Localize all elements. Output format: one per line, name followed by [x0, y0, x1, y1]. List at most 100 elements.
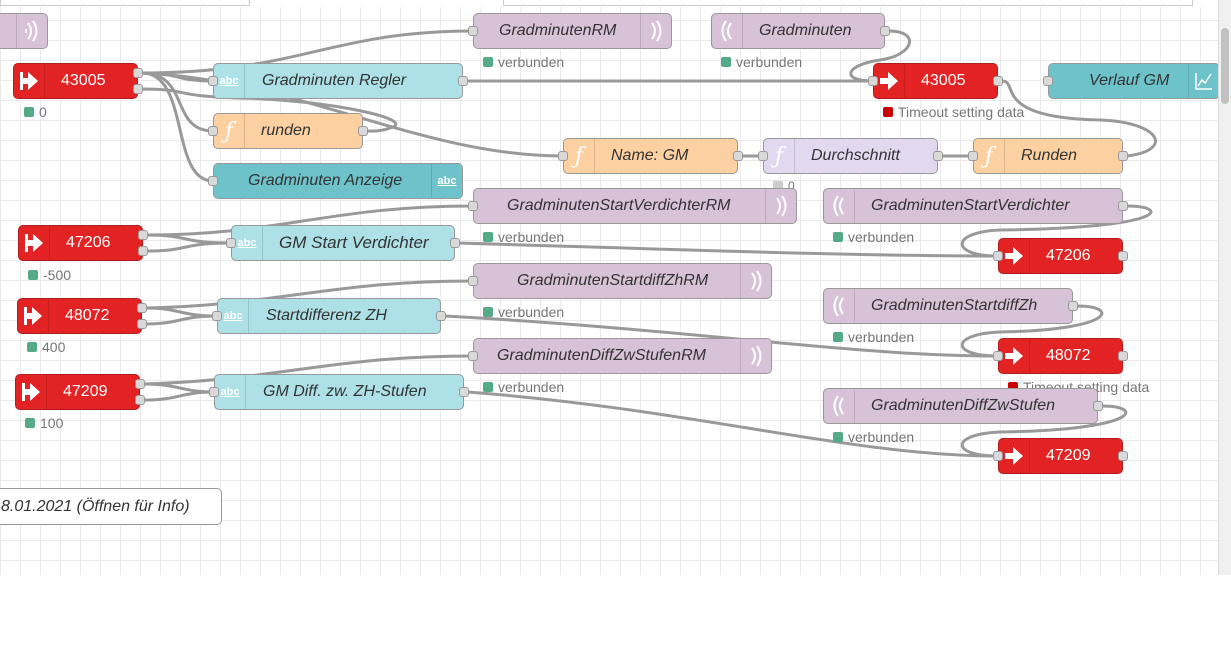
wire[interactable] — [143, 390, 215, 402]
status-dot — [721, 57, 731, 67]
node-label: Durchschnitt — [811, 147, 900, 164]
input-port[interactable] — [212, 311, 222, 321]
text-node-gm-start-verdichter[interactable]: abc GM Start Verdichter — [226, 225, 460, 261]
input-port[interactable] — [226, 238, 236, 248]
input-port[interactable] — [468, 351, 478, 361]
output-port[interactable] — [436, 311, 446, 321]
output-port[interactable] — [137, 303, 147, 313]
modbus-out-node-47206[interactable]: 47206 — [993, 238, 1128, 274]
output-port[interactable] — [137, 319, 147, 329]
function-node-runden-2[interactable]: ƒ Runden — [968, 138, 1128, 174]
modbus-out-node-48072[interactable]: 48072 — [993, 338, 1128, 374]
broadcast-node-partial[interactable] — [0, 13, 48, 49]
modbus-out-node-47209[interactable]: 47209 — [993, 438, 1128, 474]
output-port[interactable] — [458, 76, 468, 86]
input-port[interactable] — [868, 76, 878, 86]
output-port[interactable] — [993, 76, 1003, 86]
wire[interactable] — [849, 29, 911, 83]
broadcast-node-startdiff[interactable]: GradminutenStartdiffZh — [823, 288, 1078, 324]
output-port[interactable] — [1118, 251, 1128, 261]
broadcast-node-diff[interactable]: GradminutenDiffZwStufen — [823, 388, 1103, 424]
output-port[interactable] — [1118, 151, 1128, 161]
broadcast-node-diff-rm[interactable]: GradminutenDiffZwStufenRM — [468, 338, 772, 374]
output-port[interactable] — [1118, 201, 1128, 211]
chart-node-verlauf-gm[interactable]: Verlauf GM — [1043, 63, 1218, 99]
broadcast-node-gradminutenrm[interactable]: GradminutenRM — [468, 13, 672, 49]
input-port[interactable] — [468, 201, 478, 211]
output-port[interactable] — [733, 151, 743, 161]
input-port[interactable] — [558, 151, 568, 161]
wire[interactable] — [146, 241, 232, 253]
node-label: GradminutenStartVerdichterRM — [507, 197, 731, 214]
input-port[interactable] — [208, 176, 218, 186]
output-port[interactable] — [450, 238, 460, 248]
input-port[interactable] — [209, 387, 219, 397]
output-port[interactable] — [133, 68, 143, 78]
status-dot — [1008, 382, 1018, 392]
input-port[interactable] — [468, 26, 478, 36]
modbus-out-node-43005[interactable]: 43005 — [868, 63, 1003, 99]
text-node-startdifferenz-zh[interactable]: abc Startdifferenz ZH — [212, 298, 446, 334]
function-node-name-gm[interactable]: ƒ Name: GM — [558, 138, 743, 174]
broadcast-node-startdiff-rm[interactable]: GradminutenStartdiffZhRM — [468, 263, 772, 299]
wire[interactable] — [141, 87, 398, 133]
wire[interactable] — [143, 382, 215, 394]
scrollbar-thumb[interactable] — [1221, 28, 1229, 104]
modbus-in-node-43005[interactable]: 43005 — [13, 63, 143, 99]
modbus-in-node-48072[interactable]: 48072 — [17, 298, 147, 334]
comment-node[interactable]: 8.01.2021 (Öffnen für Info) — [0, 488, 222, 525]
output-port[interactable] — [459, 387, 469, 397]
output-port[interactable] — [1093, 401, 1103, 411]
input-port[interactable] — [1043, 76, 1053, 86]
input-port[interactable] — [208, 76, 218, 86]
input-port[interactable] — [208, 126, 218, 136]
modbus-in-node-47206[interactable]: 47206 — [18, 225, 148, 261]
status-dot — [483, 232, 493, 242]
output-port[interactable] — [880, 26, 890, 36]
output-port[interactable] — [138, 246, 148, 256]
wire[interactable] — [141, 29, 474, 75]
input-port[interactable] — [758, 151, 768, 161]
input-port[interactable] — [468, 276, 478, 286]
node-label: 43005 — [921, 72, 966, 89]
flow-canvas[interactable]: 43005 0 abc Gradminuten Regler ƒ runden … — [0, 0, 1218, 575]
text-node-gradminuten-regler[interactable]: abc Gradminuten Regler — [208, 63, 468, 99]
wire[interactable] — [146, 204, 474, 237]
output-port[interactable] — [1118, 451, 1128, 461]
input-port[interactable] — [993, 351, 1003, 361]
output-port[interactable] — [933, 151, 943, 161]
output-port[interactable] — [133, 84, 143, 94]
function-node-durchschnitt[interactable]: ƒ Durchschnitt — [758, 138, 943, 174]
output-port[interactable] — [138, 230, 148, 240]
wire[interactable] — [960, 304, 1104, 358]
output-port[interactable] — [358, 126, 368, 136]
text-node-gradminuten-anzeige[interactable]: abc Gradminuten Anzeige — [208, 163, 463, 199]
node-status: -500 — [28, 267, 71, 283]
node-status: verbunden — [483, 304, 564, 320]
output-port[interactable] — [135, 379, 145, 389]
wire[interactable] — [467, 390, 999, 458]
wire[interactable] — [1001, 79, 1157, 158]
node-label: Gradminuten Anzeige — [248, 172, 403, 189]
input-port[interactable] — [968, 151, 978, 161]
modbus-in-node-47209[interactable]: 47209 — [15, 374, 145, 410]
input-port[interactable] — [993, 451, 1003, 461]
output-port[interactable] — [1068, 301, 1078, 311]
vertical-scrollbar[interactable] — [1218, 0, 1231, 575]
wire[interactable] — [960, 404, 1128, 458]
wire[interactable] — [145, 279, 474, 310]
broadcast-node-gradminuten[interactable]: Gradminuten — [711, 13, 890, 49]
output-port[interactable] — [135, 395, 145, 405]
output-port[interactable] — [1118, 351, 1128, 361]
wire[interactable] — [145, 314, 218, 326]
input-port[interactable] — [993, 251, 1003, 261]
function-node-runden[interactable]: ƒ runden — [208, 113, 368, 149]
wire[interactable] — [143, 354, 474, 386]
text-node-gm-diff[interactable]: abc GM Diff. zw. ZH-Stufen — [209, 374, 469, 410]
broadcast-node-start-verdichter-rm[interactable]: GradminutenStartVerdichterRM — [468, 188, 797, 224]
wire[interactable] — [960, 204, 1153, 258]
wire[interactable] — [141, 71, 214, 183]
node-label: 47209 — [1046, 447, 1091, 464]
broadcast-node-start-verdichter[interactable]: GradminutenStartVerdichter — [823, 188, 1128, 224]
wire[interactable] — [458, 241, 999, 258]
